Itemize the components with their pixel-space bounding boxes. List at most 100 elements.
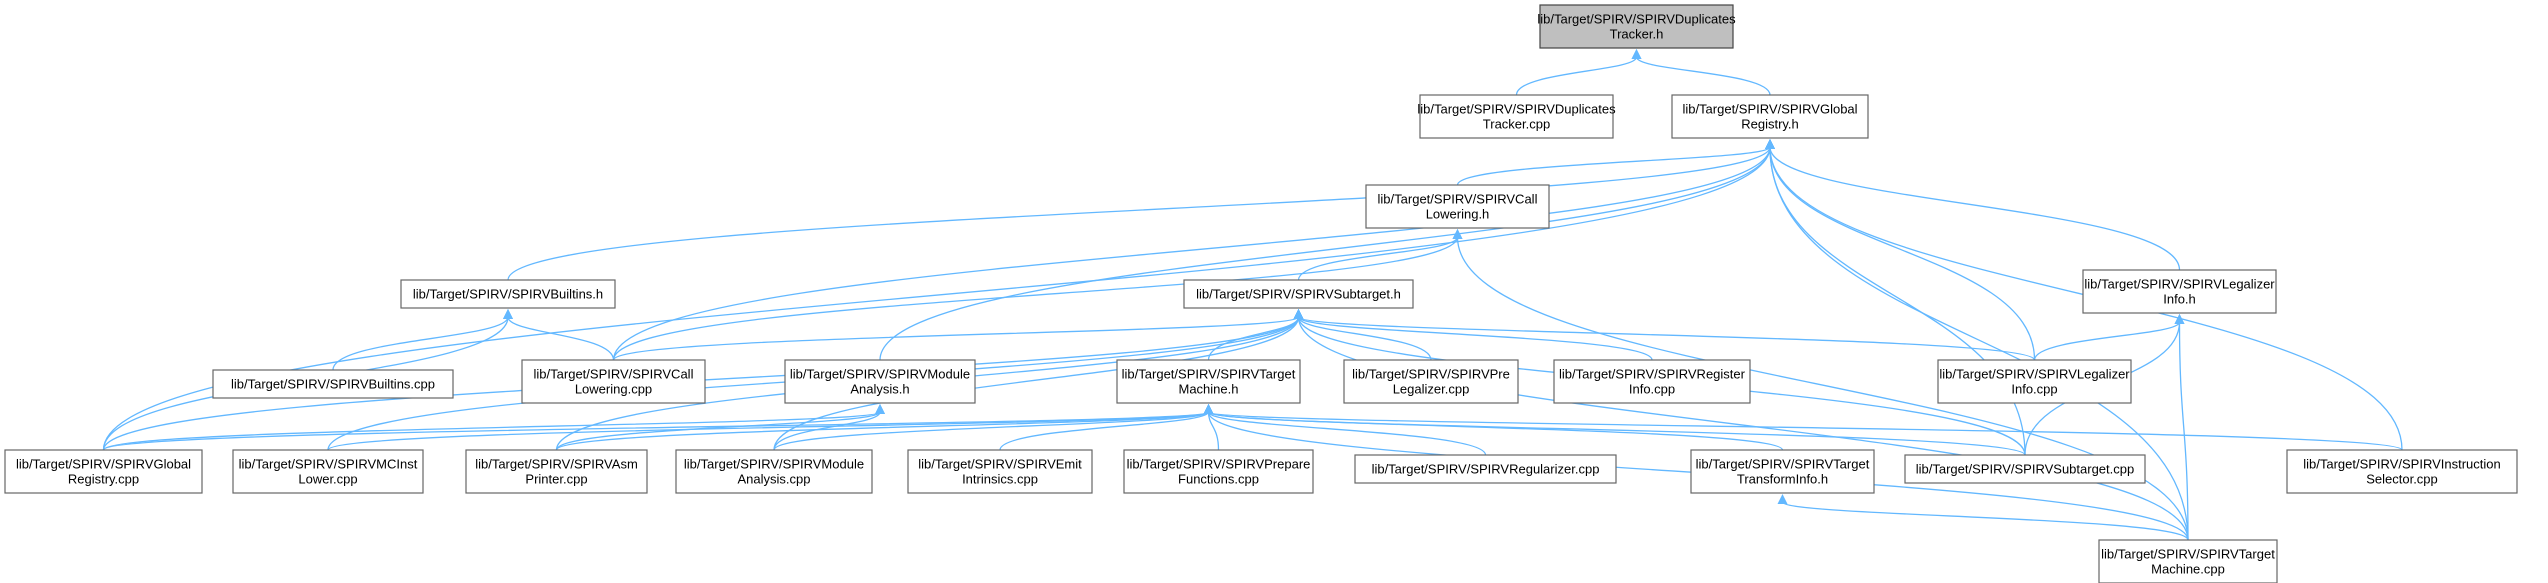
arrowhead-icon: [1293, 309, 1304, 319]
dependency-edge-prelegalizer_cpp-to-subtarget_h: [1293, 309, 1432, 361]
node-label-line: lib/Target/SPIRV/SPIRVCall: [534, 367, 694, 382]
arrowhead-icon: [2174, 314, 2185, 324]
node-label-line: lib/Target/SPIRV/SPIRVSubtarget.cpp: [1916, 462, 2134, 477]
node-label-line: Info.cpp: [1629, 382, 1675, 397]
dependency-edge-subtarget_cpp-to-greg_h: [1765, 139, 2026, 456]
node-dup-h[interactable]: lib/Target/SPIRV/SPIRVDuplicatesTracker.…: [1537, 4, 1736, 49]
node-label-line: Registry.cpp: [68, 472, 139, 487]
node-box: [1123, 449, 1314, 494]
node-label-line: lib/Target/SPIRV/SPIRVModule: [684, 457, 864, 472]
node-tti-h[interactable]: lib/Target/SPIRV/SPIRVTargetTransformInf…: [1690, 449, 1875, 494]
dependency-edge-call_cpp-to-builtins_h: [503, 309, 615, 361]
edge-line: [612, 316, 1300, 361]
node-subtarget-h[interactable]: lib/Target/SPIRV/SPIRVSubtarget.h: [1183, 279, 1414, 309]
node-label-line: Machine.cpp: [2151, 562, 2225, 577]
node-label-line: Selector.cpp: [2366, 472, 2438, 487]
node-label-line: lib/Target/SPIRV/SPIRVGlobal: [1682, 102, 1857, 117]
node-box: [465, 449, 648, 494]
node-label-line: lib/Target/SPIRV/SPIRVTarget: [1122, 367, 1296, 382]
dependency-edge-tm_cpp-to-tti_h: [1777, 494, 2189, 541]
node-builtins-h[interactable]: lib/Target/SPIRV/SPIRVBuiltins.h: [400, 279, 616, 309]
node-label-line: lib/Target/SPIRV/SPIRVModule: [790, 367, 970, 382]
node-label-line: lib/Target/SPIRV/SPIRVDuplicates: [1417, 102, 1616, 117]
node-label-line: lib/Target/SPIRV/SPIRVDuplicates: [1537, 12, 1736, 27]
edge-line: [1781, 501, 2189, 541]
node-box: [675, 449, 873, 494]
node-label-line: lib/Target/SPIRV/SPIRVMCInst: [239, 457, 418, 472]
node-label-line: lib/Target/SPIRV/SPIRVBuiltins.h: [413, 287, 603, 302]
dependency-edge-tm_cpp-to-legalizer_h: [2174, 314, 2189, 541]
node-layer: lib/Target/SPIRV/SPIRVDuplicatesTracker.…: [4, 4, 2518, 583]
edge-line: [612, 146, 1771, 361]
node-label-line: lib/Target/SPIRV/SPIRVBuiltins.cpp: [231, 377, 435, 392]
edge-line: [1207, 411, 2026, 456]
node-dup-cpp[interactable]: lib/Target/SPIRV/SPIRVDuplicatesTracker.…: [1417, 94, 1616, 139]
node-label-line: lib/Target/SPIRV/SPIRVInstruction: [2303, 457, 2501, 472]
node-label-line: lib/Target/SPIRV/SPIRVLegalizer: [2084, 277, 2275, 292]
edge-line: [1635, 56, 1771, 96]
node-label-line: Machine.h: [1179, 382, 1239, 397]
node-label-line: Info.h: [2163, 292, 2196, 307]
node-box: [521, 359, 706, 404]
arrowhead-icon: [1203, 404, 1214, 414]
node-isel-cpp[interactable]: lib/Target/SPIRV/SPIRVInstructionSelecto…: [2286, 449, 2518, 494]
node-box: [784, 359, 976, 404]
arrowhead-icon: [1777, 494, 1788, 504]
node-label-line: Analysis.h: [850, 382, 909, 397]
node-prepare-cpp[interactable]: lib/Target/SPIRV/SPIRVPrepareFunctions.c…: [1123, 449, 1314, 494]
edge-line: [327, 411, 1210, 451]
node-label-line: Info.cpp: [2011, 382, 2057, 397]
edge-line: [1515, 56, 1638, 96]
edge-line: [1769, 146, 2181, 271]
node-regularizer-cpp[interactable]: lib/Target/SPIRV/SPIRVRegularizer.cpp: [1354, 454, 1617, 484]
edge-line: [555, 411, 1210, 451]
edge-line: [507, 146, 1771, 281]
node-label-line: Intrinsics.cpp: [962, 472, 1038, 487]
node-box: [1690, 449, 1875, 494]
node-label-line: Registry.h: [1741, 117, 1799, 132]
arrowhead-icon: [1631, 49, 1642, 59]
arrowhead-icon: [1452, 229, 1463, 239]
node-builtins-cpp[interactable]: lib/Target/SPIRV/SPIRVBuiltins.cpp: [212, 369, 454, 399]
edge-line: [1297, 236, 1459, 281]
dependency-edge-call_cpp-to-subtarget_h: [612, 309, 1304, 361]
dependency-edge-legalizer_cpp-to-legalizer_h: [2033, 314, 2185, 361]
node-box: [232, 449, 424, 494]
node-box: [1419, 94, 1614, 139]
node-label-line: lib/Target/SPIRV/SPIRVPre: [1352, 367, 1510, 382]
edge-line: [773, 411, 881, 451]
edge-line: [102, 146, 1771, 451]
edge-line: [773, 411, 1210, 451]
node-box: [1183, 279, 1414, 309]
node-label-line: lib/Target/SPIRV/SPIRVLegalizer: [1939, 367, 2130, 382]
dependency-edge-legalizer_cpp-to-greg_h: [1765, 139, 2036, 361]
node-label-line: lib/Target/SPIRV/SPIRVEmit: [918, 457, 1082, 472]
edge-line: [332, 316, 509, 371]
node-subtarget-cpp[interactable]: lib/Target/SPIRV/SPIRVSubtarget.cpp: [1904, 454, 2146, 484]
edge-line: [2178, 321, 2189, 541]
node-box: [2082, 269, 2277, 314]
node-label-line: lib/Target/SPIRV/SPIRVSubtarget.h: [1196, 287, 1401, 302]
edge-line: [773, 316, 1300, 451]
node-label-line: Lowering.cpp: [575, 382, 652, 397]
node-label-line: Lower.cpp: [298, 472, 357, 487]
node-box: [1671, 94, 1869, 139]
node-box: [1354, 454, 1617, 484]
edge-line: [2033, 321, 2181, 361]
